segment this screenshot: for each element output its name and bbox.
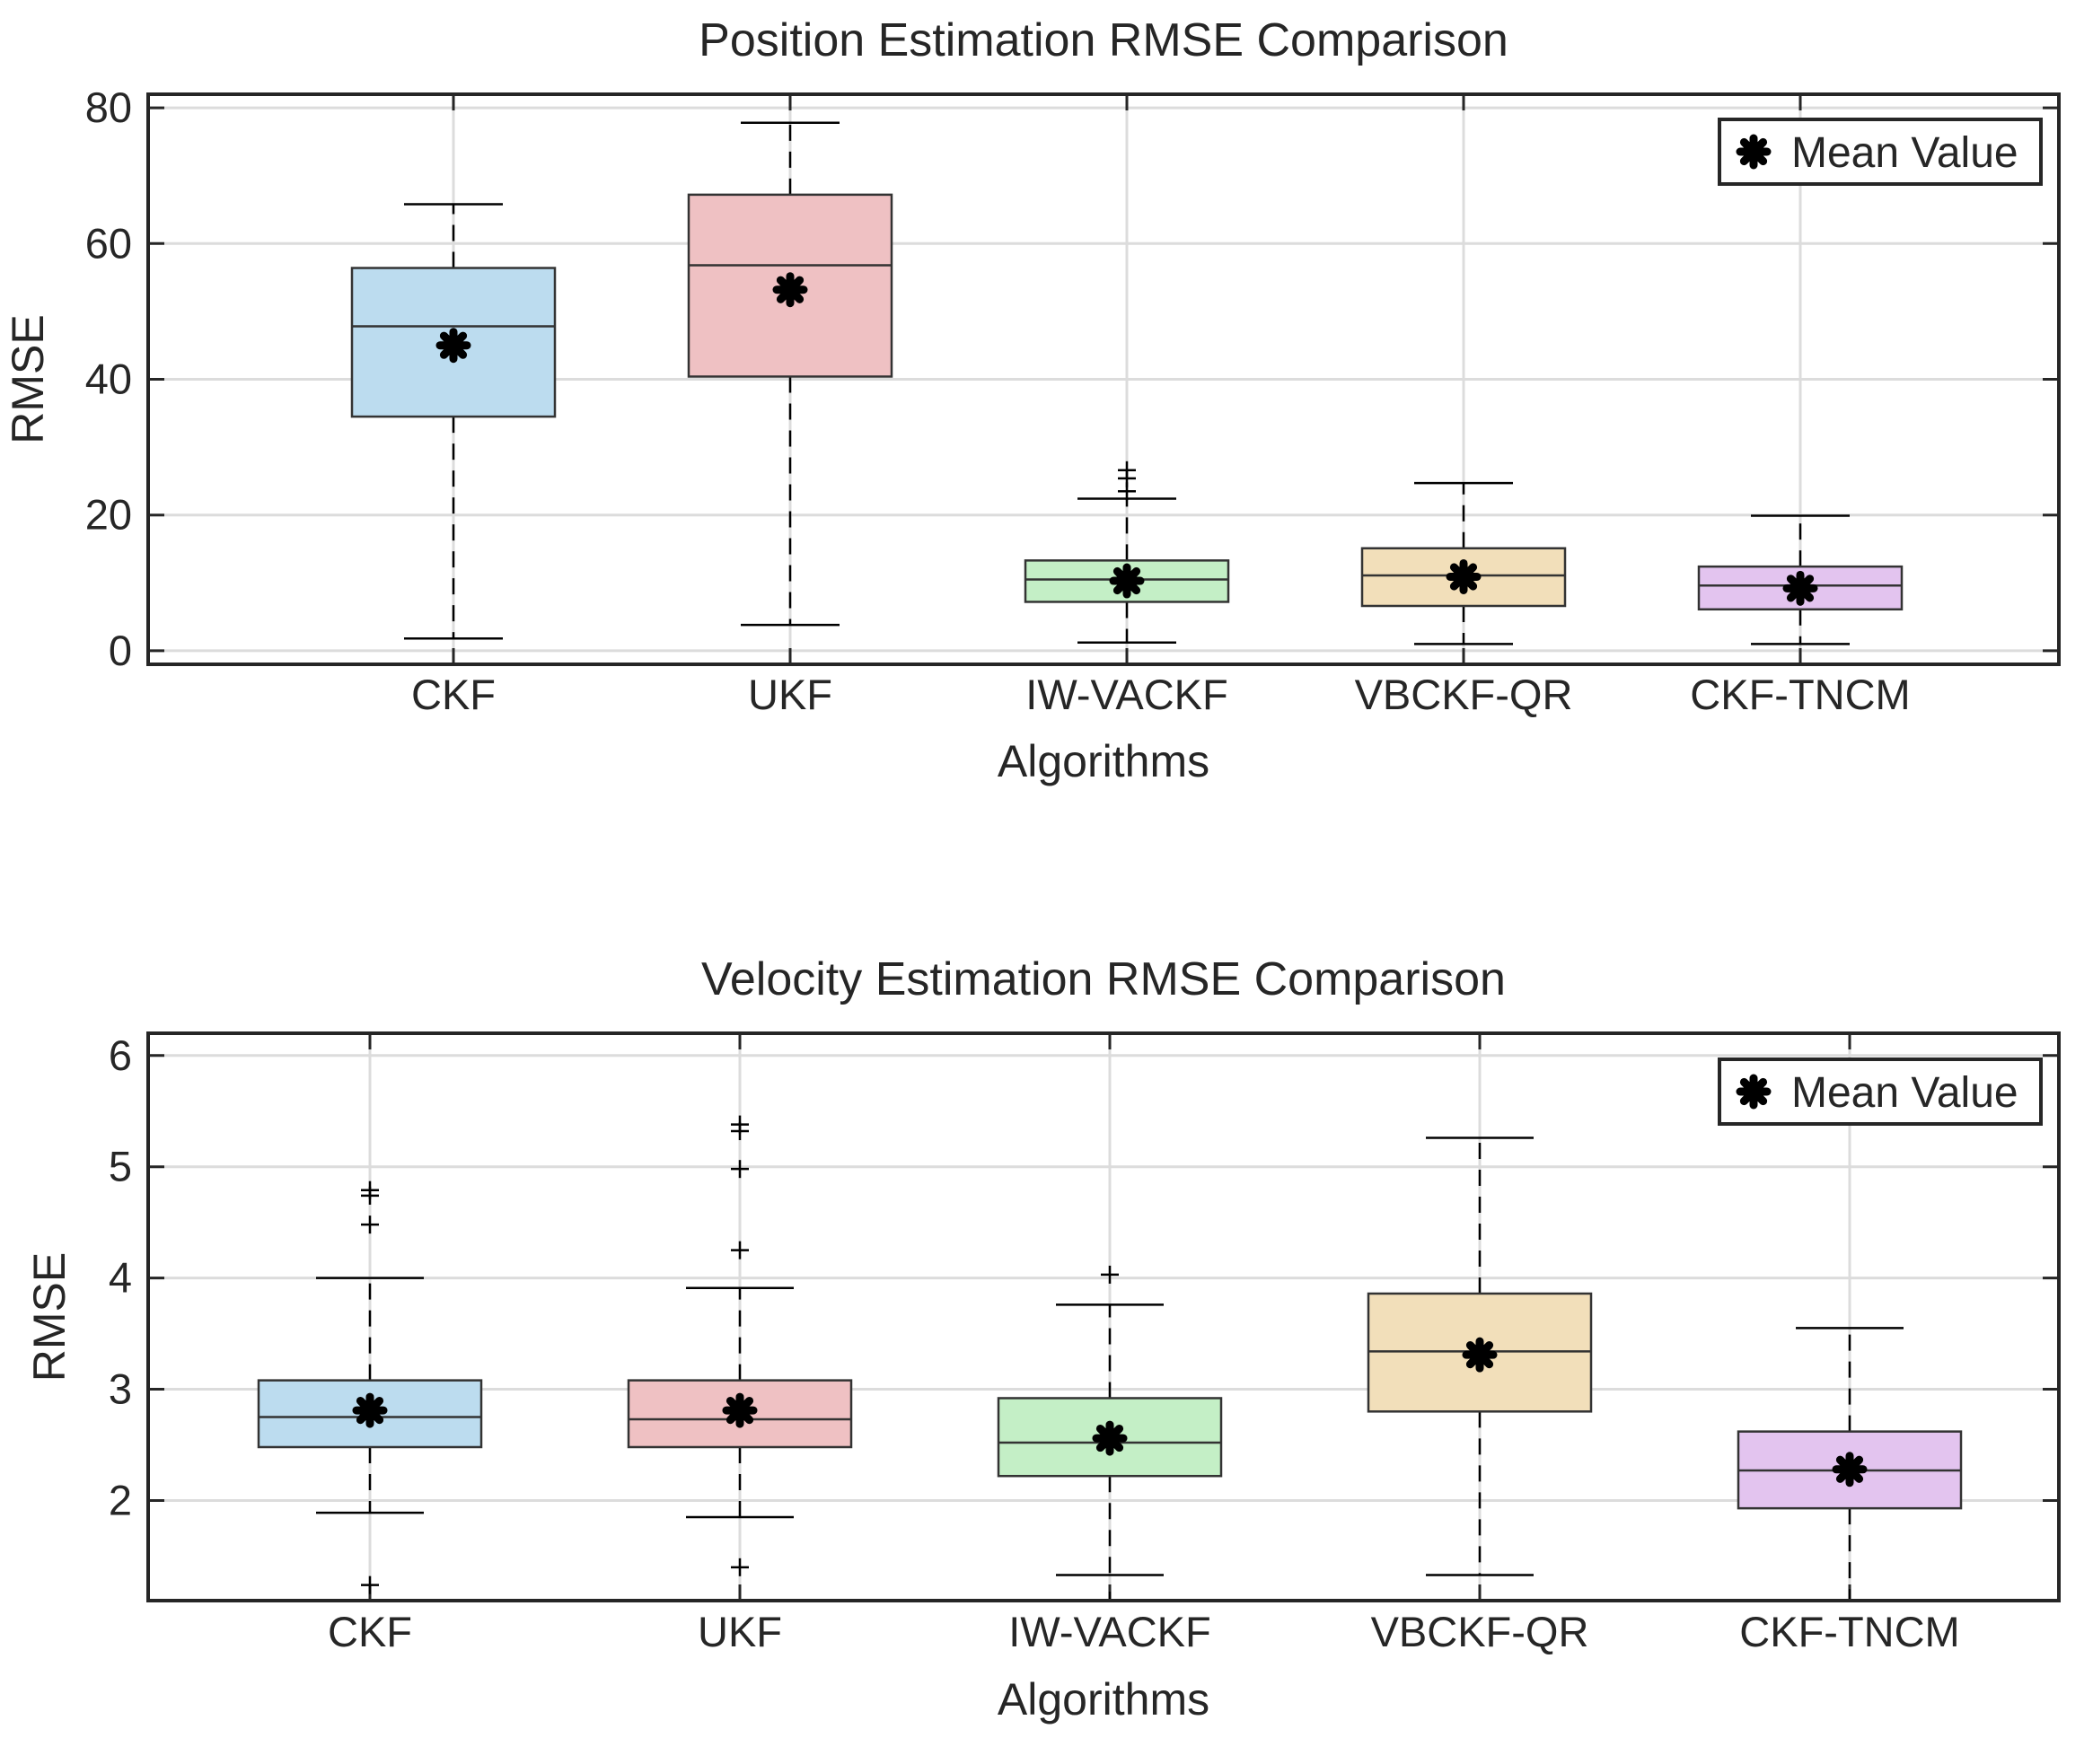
- box-series: [257, 1014, 1963, 1601]
- legend-mean-marker-stroke: [1739, 137, 1768, 166]
- box-ckf: [257, 1180, 483, 1594]
- legend-mean-marker: [1736, 134, 1772, 170]
- mean-marker-stroke: [776, 276, 805, 303]
- y-tick-label: 5: [109, 1143, 132, 1190]
- y-tick-label: 4: [109, 1254, 132, 1302]
- chart-title: Position Estimation RMSE Comparison: [699, 14, 1508, 66]
- box-ukf: [687, 121, 893, 627]
- box-ckf-tncm: [1737, 1327, 1963, 1601]
- x-tick-label: VBCKF-QR: [1371, 1608, 1589, 1655]
- mean-marker: [1782, 570, 1818, 606]
- legend-box: [1718, 118, 2043, 186]
- y-tick-label: 0: [109, 627, 132, 674]
- legend-mean-marker-stroke: [1739, 1077, 1768, 1106]
- x-tick-label: IW-VACKF: [1008, 1608, 1210, 1655]
- mean-marker: [1092, 1420, 1128, 1456]
- outlier-marker: [731, 1241, 749, 1259]
- x-tick-label: CKF-TNCM: [1739, 1608, 1959, 1655]
- legend-label: Mean Value: [1791, 1069, 2018, 1117]
- box-ckf-tncm: [1697, 514, 1904, 645]
- position-rmse-boxplot-panel: Position Estimation RMSE Comparison 0 20 40…: [3, 14, 2061, 786]
- y-tick-label: 6: [109, 1031, 132, 1079]
- box-vbckf-qr: [1360, 481, 1567, 645]
- outlier-marker: [361, 1575, 379, 1594]
- y-tick-label: 40: [85, 355, 132, 403]
- mean-marker-stroke: [1095, 1424, 1124, 1452]
- mean-marker: [435, 328, 471, 364]
- box-iw-vackf: [997, 1265, 1223, 1601]
- x-tick-label: CKF: [328, 1608, 412, 1655]
- x-tick-label: UKF: [748, 671, 832, 718]
- legend: Mean Value: [1718, 118, 2043, 186]
- y-tick-label: 80: [85, 83, 132, 131]
- outlier-marker: [1118, 461, 1136, 479]
- mean-marker: [1109, 563, 1145, 599]
- mean-marker: [1832, 1452, 1868, 1488]
- y-tick-label: 20: [85, 491, 132, 539]
- y-axis: 0 20 40 60 80: [85, 83, 2059, 674]
- box-ukf: [627, 1115, 853, 1576]
- outlier-marker: [361, 1215, 379, 1234]
- outlier-marker: [1101, 1265, 1119, 1284]
- legend-mean-marker: [1736, 1074, 1772, 1110]
- outlier-marker: [361, 1180, 379, 1199]
- y-axis: 2 3 4 5 6: [109, 1031, 2059, 1523]
- box-series: [350, 121, 1904, 645]
- mean-marker-stroke: [1112, 566, 1141, 595]
- x-tick-label: UKF: [698, 1608, 782, 1655]
- legend-label: Mean Value: [1791, 129, 2018, 177]
- y-axis-label: RMSE: [24, 1252, 75, 1382]
- x-tick-label: CKF-TNCM: [1690, 671, 1910, 718]
- mean-marker: [722, 1392, 758, 1428]
- x-axis: CKF UKF IW-VACKF VBCKF-QR CKF-TNCM: [328, 1033, 1960, 1655]
- box-ckf: [350, 203, 557, 640]
- mean-marker-stroke: [1835, 1455, 1864, 1483]
- outlier-marker: [731, 1558, 749, 1576]
- outlier-marker: [731, 1115, 749, 1134]
- x-axis-label: Algorithms: [998, 1674, 1209, 1725]
- box-vbckf-qr: [1367, 1014, 1593, 1576]
- y-tick-label: 2: [109, 1476, 132, 1523]
- outlier-marker: [1101, 1592, 1119, 1601]
- y-tick-label: 60: [85, 219, 132, 267]
- x-tick-label: CKF: [411, 671, 496, 718]
- x-tick-label: IW-VACKF: [1025, 671, 1227, 718]
- mean-marker-stroke: [1449, 563, 1478, 591]
- axes-frame: [146, 92, 2061, 666]
- y-axis-label: RMSE: [3, 314, 53, 443]
- outlier-marker: [1471, 1014, 1489, 1031]
- legend: Mean Value: [1718, 1058, 2043, 1126]
- mean-marker-stroke: [1786, 575, 1815, 602]
- mean-marker-stroke: [439, 331, 468, 359]
- box-iw-vackf: [1024, 461, 1230, 645]
- legend-box: [1718, 1058, 2043, 1126]
- x-axis: CKF UKF IW-VACKF VBCKF-QR CKF-TNCM: [411, 94, 1911, 718]
- mean-marker: [352, 1392, 388, 1428]
- axes-frame: [146, 1031, 2061, 1602]
- mean-marker: [1446, 558, 1482, 594]
- outlier-marker: [731, 1160, 749, 1179]
- mean-marker-stroke: [726, 1396, 754, 1425]
- mean-marker-stroke: [356, 1396, 384, 1425]
- mean-marker: [1462, 1337, 1498, 1373]
- y-tick-label: 3: [109, 1365, 132, 1413]
- mean-marker: [772, 272, 808, 308]
- grid: [148, 1033, 2059, 1601]
- mean-marker-stroke: [1465, 1341, 1494, 1369]
- x-tick-label: VBCKF-QR: [1355, 671, 1573, 718]
- x-axis-label: Algorithms: [998, 736, 1209, 786]
- velocity-rmse-boxplot-panel: Velocity Estimation RMSE Comparison 2 3 4 5 6…: [24, 953, 2061, 1725]
- chart-title: Velocity Estimation RMSE Comparison: [701, 953, 1506, 1005]
